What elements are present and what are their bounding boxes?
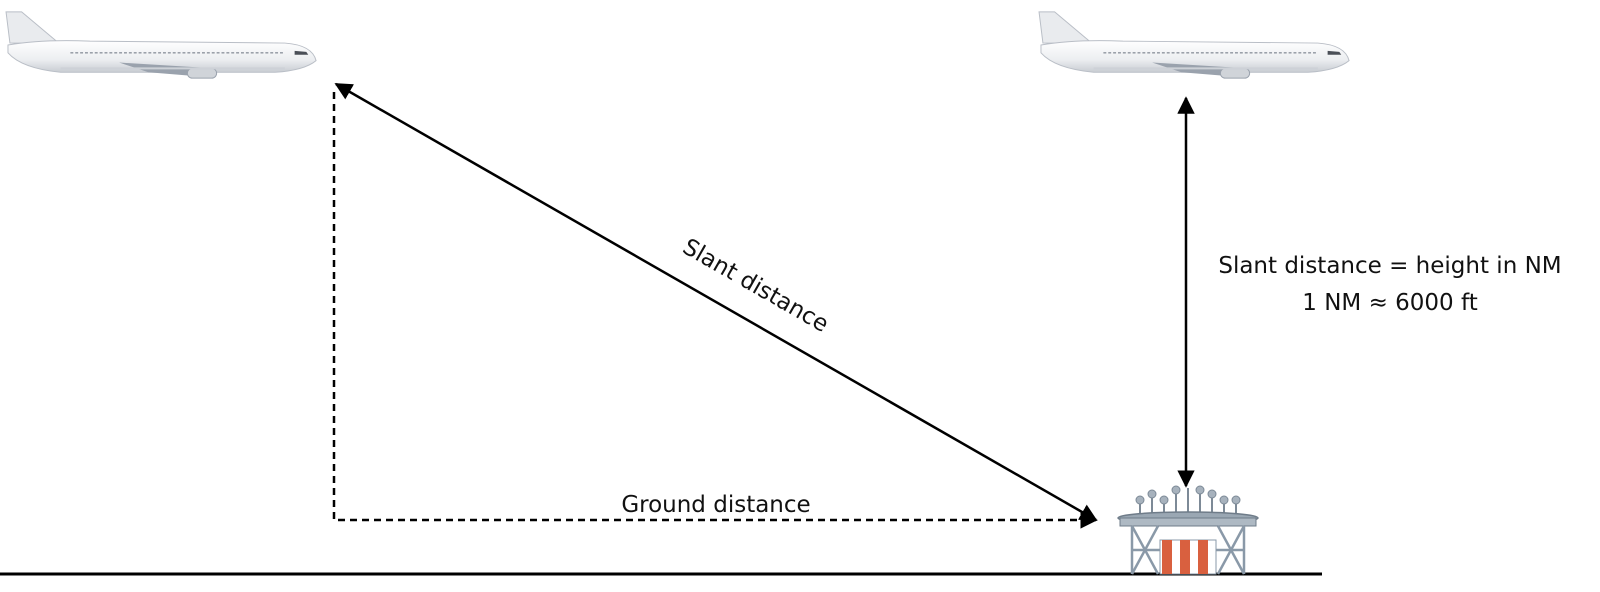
aircraft-right-image [1038, 10, 1351, 80]
ground-station-image [1117, 485, 1259, 575]
slant-distance-label: Slant distance [678, 234, 833, 338]
ground-distance-label: Ground distance [621, 492, 810, 518]
overhead-height-label: Slant distance = height in NM [1218, 253, 1561, 279]
aircraft-left-image [5, 10, 318, 80]
nm-conversion-label: 1 NM ≈ 6000 ft [1302, 290, 1477, 316]
slant-distance-arrow [334, 82, 1098, 522]
